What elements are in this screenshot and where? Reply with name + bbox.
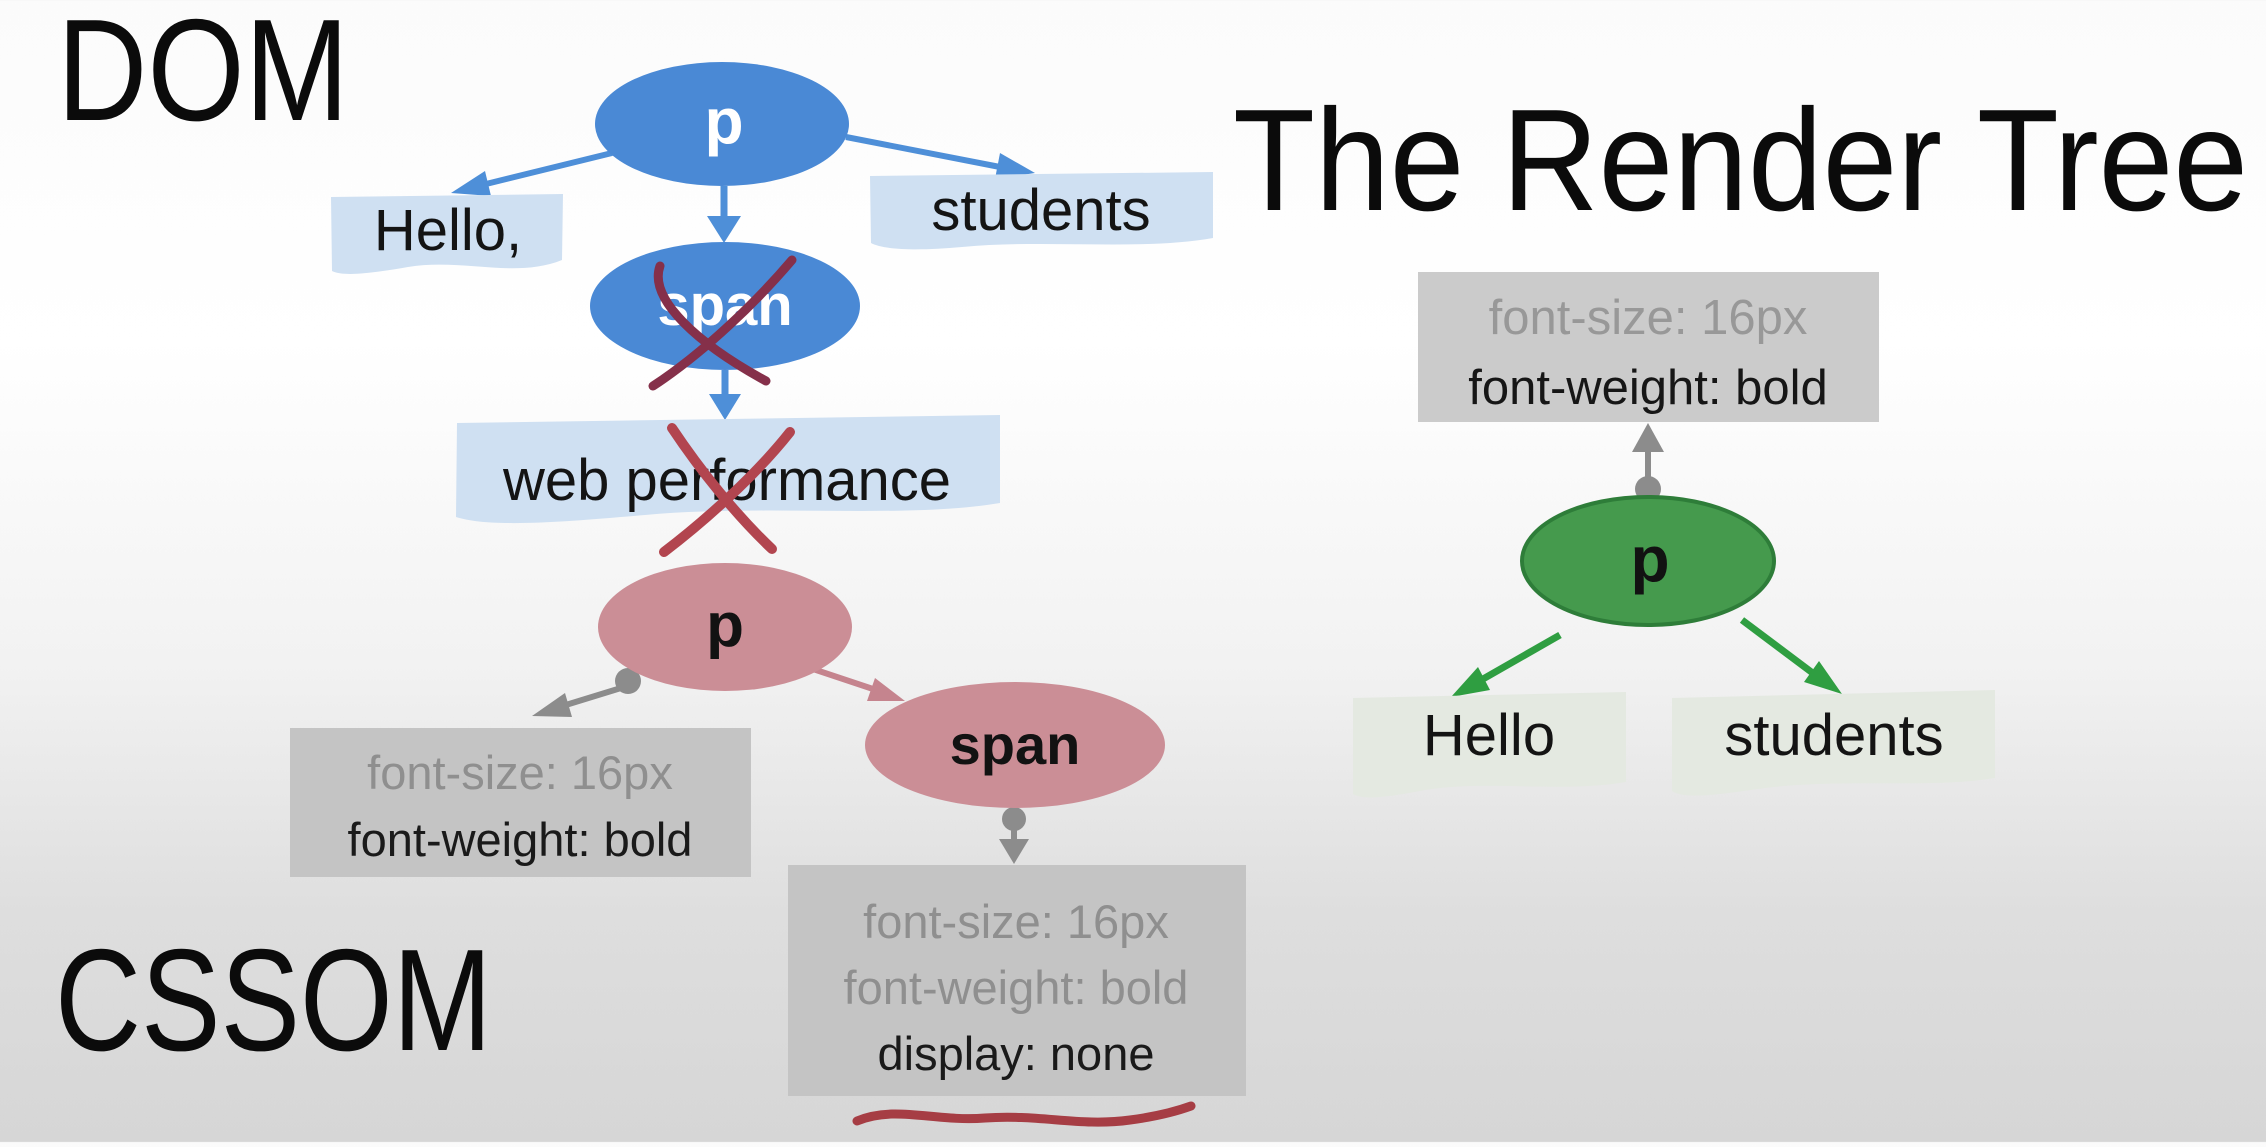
dom-text-students-label: students [931, 178, 1150, 243]
connector-dot-cssom-span-icon [1002, 807, 1026, 831]
arrowhead-render-p-to-students-icon [1804, 661, 1842, 694]
render-tree-title: The Render Tree [1233, 79, 2248, 241]
arrowhead-cssom-p-to-span-icon [867, 678, 905, 701]
render-p-rule-box [1418, 272, 1879, 422]
render-text-students-label: students [1724, 703, 1943, 768]
arrow-render-p-to-hello [1481, 631, 1562, 683]
render-p-rule-1: font-size: 16px [1489, 291, 1808, 345]
cssom-p-node-label: p [706, 591, 744, 660]
strikethrough-x-text-icon [659, 423, 795, 557]
arrow-dom-p-to-students [845, 134, 1001, 170]
render-p-rule-2: font-weight: bold [1468, 361, 1828, 415]
cssom-span-node [865, 682, 1165, 808]
red-underline-annotation-icon [852, 1101, 1196, 1127]
cssom-p-node [598, 563, 852, 691]
dom-p-node-label: p [704, 85, 743, 157]
cssom-p-rule-2: font-weight: bold [348, 813, 693, 866]
cssom-span-node-label: span [950, 713, 1081, 776]
dom-text-hello-label: Hello, [374, 198, 522, 263]
cssom-tree: p span font-size: 16px font-weight: bold… [290, 563, 1246, 1127]
dom-title: DOM [57, 0, 349, 151]
dom-text-box-students [870, 172, 1213, 250]
dom-p-node [595, 62, 849, 186]
arrowhead-dom-p-to-hello-icon [451, 171, 491, 196]
render-tree: font-size: 16px font-weight: bold p Hell… [1353, 272, 1995, 798]
arrowhead-cssom-p-rules-icon [532, 693, 572, 717]
cssom-span-rule-1: font-size: 16px [863, 895, 1169, 948]
cssom-p-rule-box [290, 728, 751, 877]
arrowhead-dom-p-to-students-icon [995, 153, 1035, 179]
cssom-p-rule-1: font-size: 16px [367, 746, 673, 799]
arrowhead-cssom-span-rules-icon [999, 839, 1029, 864]
cssom-title: CSSOM [55, 919, 492, 1081]
arrowhead-render-p-rules-icon [1632, 423, 1664, 452]
arrow-cssom-p-to-span [812, 666, 877, 693]
dom-text-box-web-performance [456, 415, 1000, 524]
render-text-hello-label: Hello [1423, 703, 1555, 768]
dom-text-box-hello [331, 194, 563, 274]
cssom-span-rule-box [788, 865, 1246, 1096]
arrow-render-p-to-students [1739, 617, 1817, 677]
render-p-node [1520, 495, 1776, 627]
dom-tree: p Hello, students span web performance [331, 62, 1213, 557]
cssom-span-rule-3: display: none [878, 1027, 1155, 1080]
render-text-box-students [1672, 690, 1995, 796]
strikethrough-x-span-icon [648, 255, 797, 391]
cssom-span-rule-2: font-weight: bold [844, 961, 1189, 1014]
render-p-node-label: p [1630, 523, 1669, 595]
connector-dot-cssom-p-icon [615, 668, 641, 694]
render-text-box-hello [1353, 692, 1626, 798]
arrowhead-dom-p-to-span-icon [707, 216, 741, 243]
arrow-dom-p-to-hello [485, 150, 613, 187]
arrowhead-render-p-to-hello-icon [1451, 667, 1490, 697]
arrowhead-dom-span-to-text-icon [709, 394, 741, 420]
